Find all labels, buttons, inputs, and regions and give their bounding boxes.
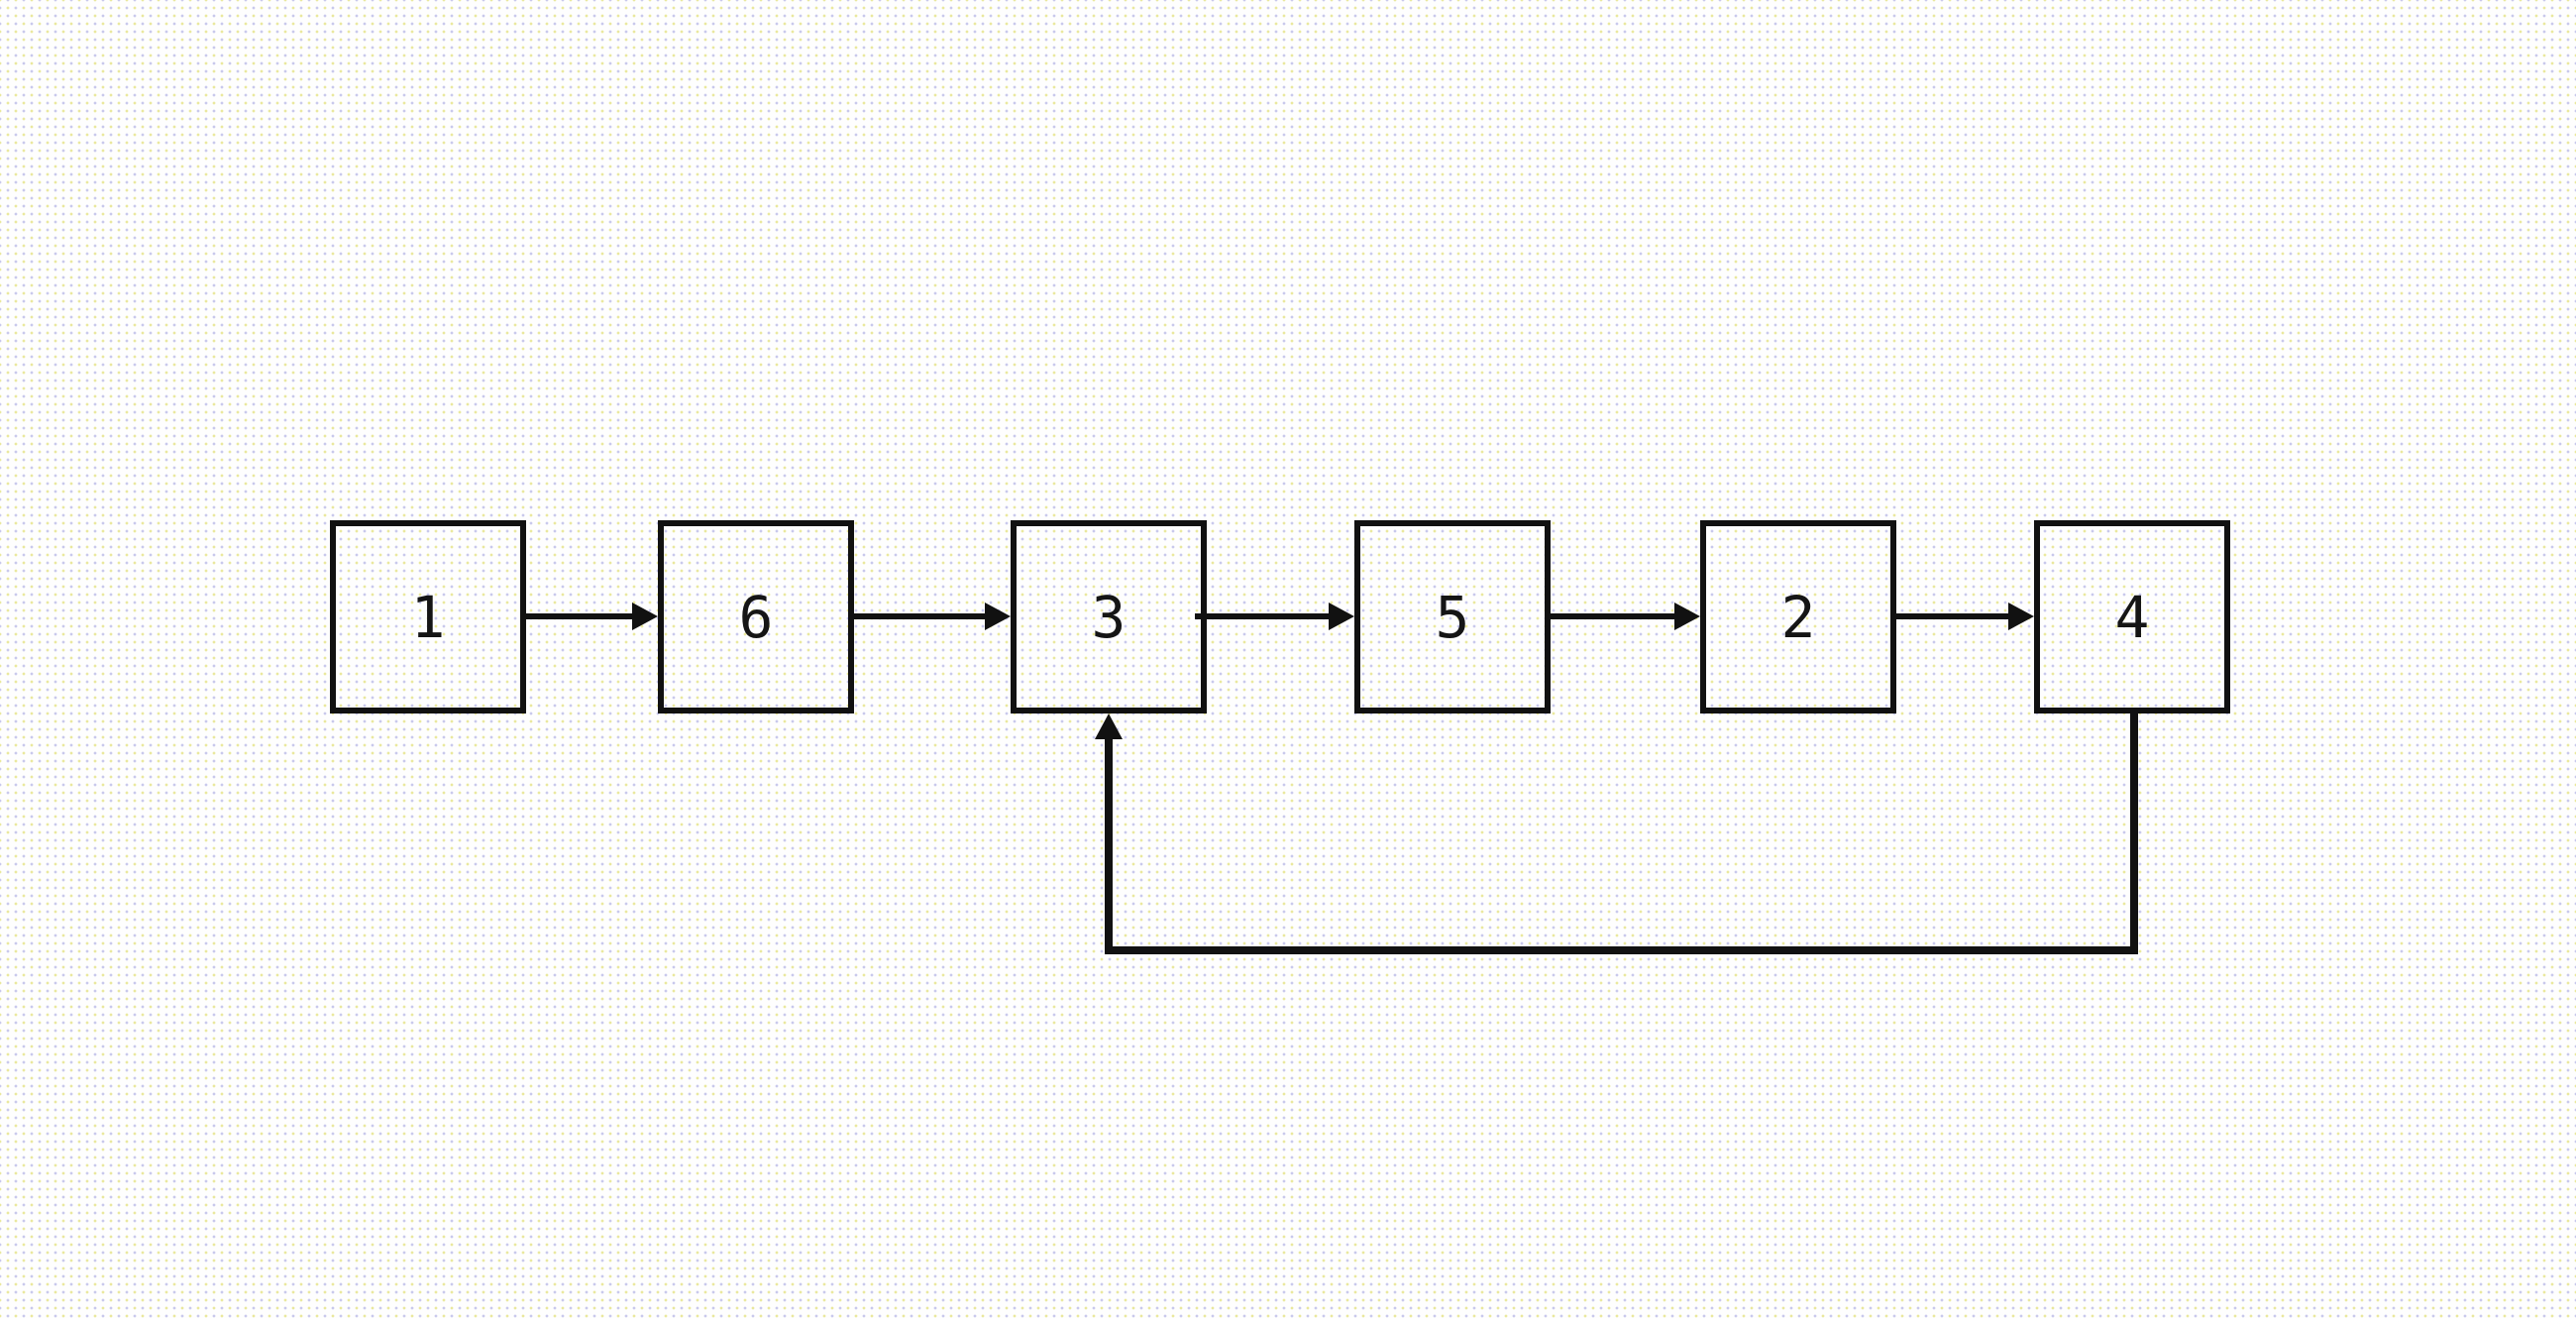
node-box-3: 3 [1011, 520, 1207, 714]
node-label-1: 1 [410, 583, 446, 651]
node-box-1: 1 [330, 520, 526, 714]
feedback-segment-bottom [1105, 946, 2138, 954]
node-box-4: 4 [2034, 520, 2230, 714]
arrow-line-6-to-3 [854, 613, 985, 619]
node-box-5: 5 [1354, 520, 1551, 714]
node-label-6: 6 [738, 583, 774, 651]
node-label-2: 2 [1780, 583, 1816, 651]
arrowhead-2-to-4 [2008, 603, 2034, 630]
arrow-line-5-to-2 [1551, 613, 1674, 619]
arrowhead-1-to-6 [632, 603, 658, 630]
node-box-6: 6 [658, 520, 854, 714]
node-label-4: 4 [2114, 583, 2150, 651]
node-label-3: 3 [1091, 583, 1127, 651]
arrow-line-3-to-5 [1195, 613, 1329, 619]
arrow-line-2-to-4 [1896, 613, 2008, 619]
arrowhead-6-to-3 [985, 603, 1011, 630]
feedback-segment-down-from-4 [2130, 712, 2138, 954]
feedback-arrowhead-into-3 [1095, 714, 1123, 739]
arrow-line-1-to-6 [526, 613, 632, 619]
arrowhead-3-to-5 [1329, 603, 1354, 630]
node-box-2: 2 [1700, 520, 1896, 714]
feedback-segment-up-to-3 [1105, 737, 1113, 954]
node-label-5: 5 [1435, 583, 1470, 651]
arrowhead-5-to-2 [1674, 603, 1700, 630]
